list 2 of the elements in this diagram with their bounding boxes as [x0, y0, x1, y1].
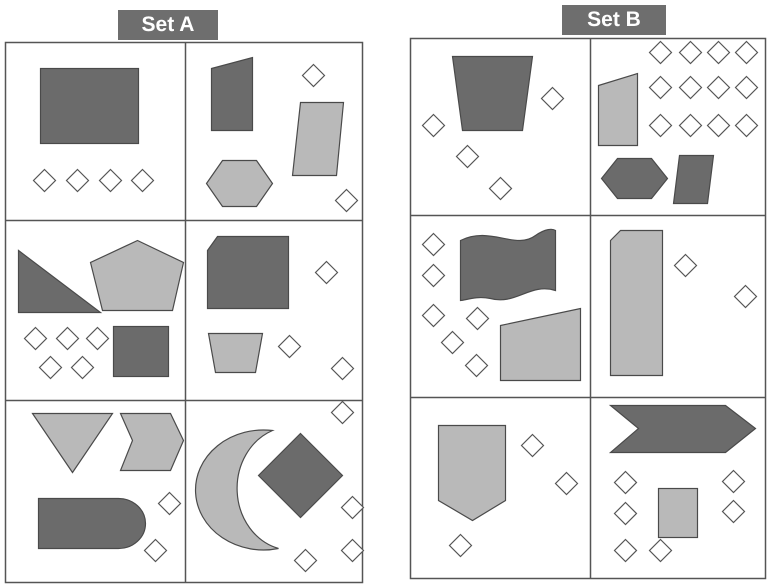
set-heading: Set A [118, 10, 218, 40]
set-heading: Set B [562, 5, 666, 35]
